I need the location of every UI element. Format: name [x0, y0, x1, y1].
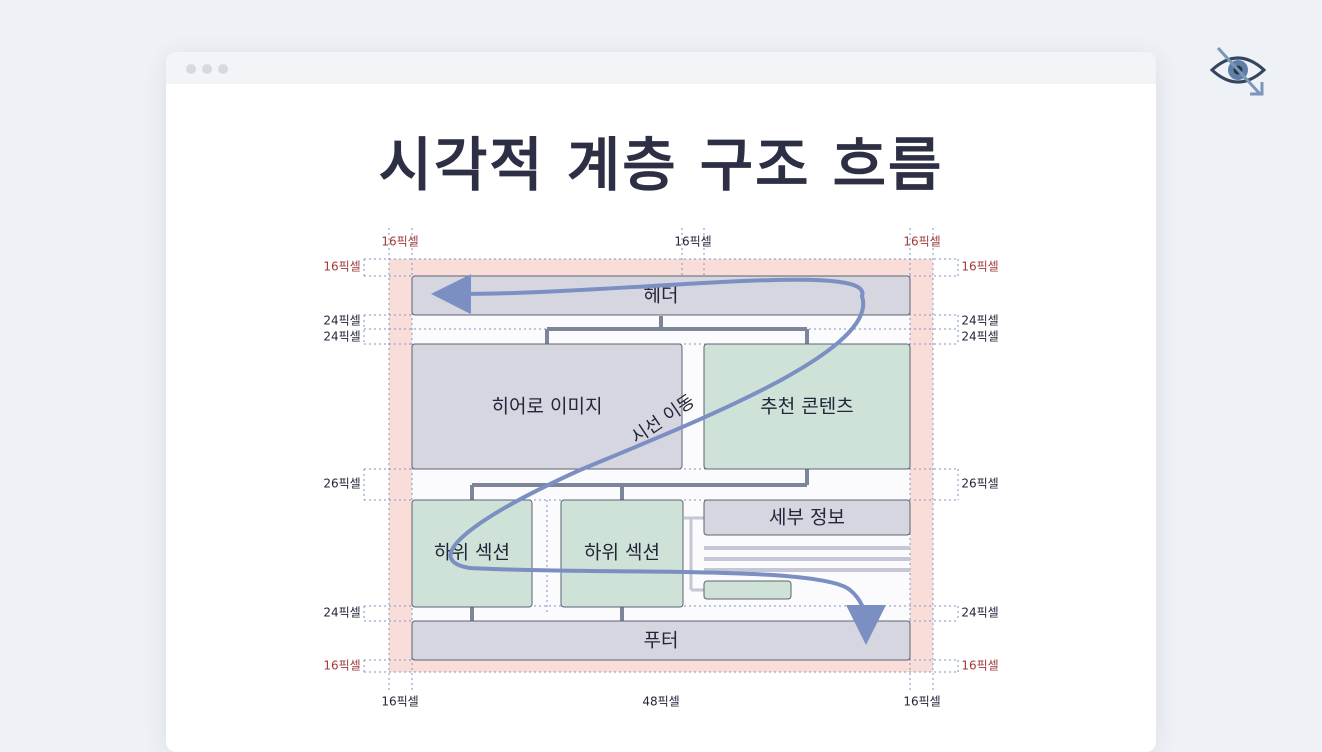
- recommended-content-label: 추천 콘텐츠: [760, 396, 853, 418]
- eye-flow-path-bottom: [468, 566, 886, 645]
- details-block: [703, 499, 911, 536]
- window-dot-icon: [186, 64, 196, 74]
- measure-left-16-top: 16픽셀: [323, 260, 360, 274]
- eye-slash-arrow-icon: [1209, 46, 1267, 96]
- header-block: [411, 275, 911, 316]
- footer-block: [411, 620, 911, 661]
- connector-lines: [470, 316, 809, 621]
- measure-top-right: 16픽셀: [903, 235, 940, 249]
- footer-label: 푸터: [644, 630, 679, 652]
- measure-left-24-b: 24픽셀: [323, 330, 360, 344]
- detail-small-block: [703, 580, 792, 600]
- measure-left-26: 26픽셀: [323, 477, 360, 491]
- detail-connectors: [684, 516, 704, 592]
- measure-top-left: 16픽셀: [381, 235, 418, 249]
- subsection-block-2: [560, 499, 684, 608]
- measure-bottom-center: 48픽셀: [642, 695, 679, 709]
- measure-right-24-b: 24픽셀: [961, 330, 998, 344]
- measure-left-24-c: 24픽셀: [323, 606, 360, 620]
- window-dot-icon: [202, 64, 212, 74]
- hero-image-block: [411, 343, 683, 470]
- measure-right-16-bottom: 16픽셀: [961, 659, 998, 673]
- details-label: 세부 정보: [769, 507, 845, 529]
- measure-right-16-top: 16픽셀: [961, 260, 998, 274]
- subsection-label-2: 하위 섹션: [584, 542, 660, 564]
- measure-left-16-bottom: 16픽셀: [323, 659, 360, 673]
- hero-image-label: 히어로 이미지: [492, 396, 603, 418]
- page-title: 시각적 계층 구조 흐름: [378, 131, 944, 199]
- subsection-label-1: 하위 섹션: [434, 542, 510, 564]
- measure-bottom-left: 16픽셀: [381, 695, 418, 709]
- recommended-content-block: [703, 343, 911, 470]
- measure-right-24-a: 24픽셀: [961, 314, 998, 328]
- measure-right-26: 26픽셀: [961, 477, 998, 491]
- measure-left-24-a: 24픽셀: [323, 314, 360, 328]
- detail-text-lines: [704, 546, 910, 572]
- eye-flow-path-middle: [448, 294, 866, 570]
- measure-right-24-c: 24픽셀: [961, 606, 998, 620]
- window-titlebar: [166, 52, 1156, 84]
- header-label: 헤더: [644, 285, 679, 307]
- eye-flow-path: [431, 274, 865, 315]
- subsection-block-1: [411, 499, 533, 608]
- measure-bottom-right: 16픽셀: [903, 695, 940, 709]
- window-dot-icon: [218, 64, 228, 74]
- measure-top-center: 16픽셀: [674, 235, 711, 249]
